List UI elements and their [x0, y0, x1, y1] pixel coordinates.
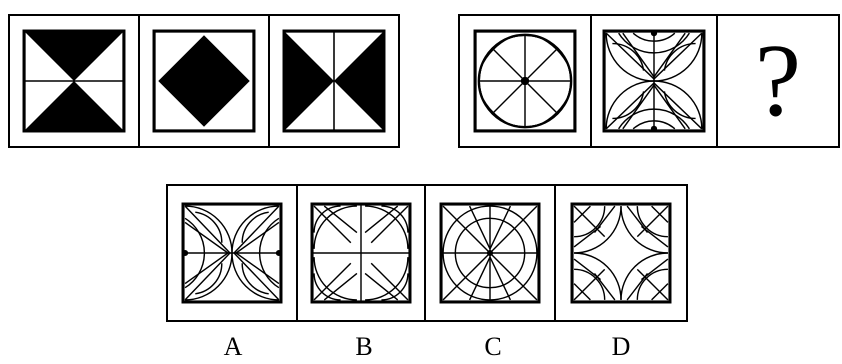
option-label-d: D: [591, 332, 651, 362]
option-c-figure[interactable]: [426, 186, 556, 320]
figure-1-hourglass: [10, 16, 140, 146]
option-d-figure[interactable]: [556, 186, 686, 320]
option-label-a: A: [203, 332, 263, 362]
figure-4-circle-web: [460, 16, 592, 146]
figure-3-bowtie: [270, 16, 398, 146]
option-b-figure[interactable]: [298, 186, 426, 320]
given-figures-left: [8, 14, 400, 148]
answer-options: [166, 184, 688, 322]
figure-2-diamond: [140, 16, 270, 146]
option-label-b: B: [334, 332, 394, 362]
option-a-figure[interactable]: [168, 186, 298, 320]
unknown-figure-cell: ?: [718, 16, 838, 146]
given-figures-right: ?: [458, 14, 840, 148]
option-label-c: C: [463, 332, 523, 362]
figure-5-twin-domes: [592, 16, 718, 146]
question-mark: ?: [755, 29, 801, 133]
